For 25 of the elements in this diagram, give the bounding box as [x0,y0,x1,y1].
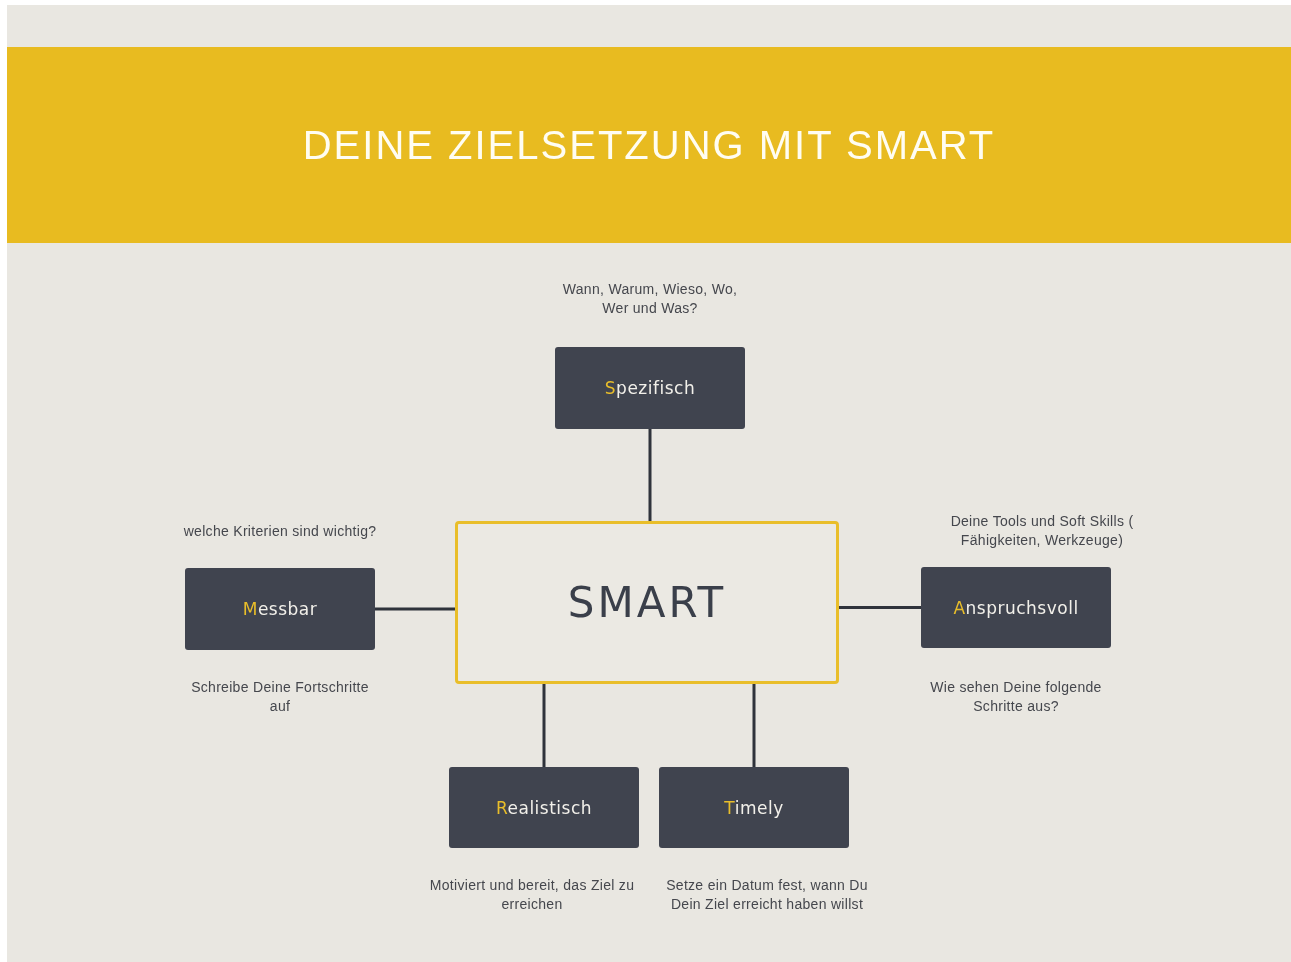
label-box [449,767,639,848]
label-box [659,767,849,848]
annotation-text: Deine Tools und Soft Skills ( Fähigkeiten, Werkzeuge) [949,512,1135,550]
connector-line [752,684,756,767]
annotation-text: welche Kriterien sind wichtig? [182,522,378,541]
annotation-text: Wann, Warum, Wieso, Wo, Wer und Was? [561,280,739,318]
annotation-text: Setze ein Datum fest, wann Du Dein Ziel erreicht haben willst [665,876,869,914]
label-box [555,347,745,429]
label-box [185,568,375,650]
box-label: Spezifisch [604,378,696,398]
connector-line [648,429,652,521]
box-label: Messbar [242,599,318,619]
box-label: Realistisch [495,797,593,818]
annotation-text: Motiviert und bereit, das Ziel zu erreichen [428,876,636,914]
connector-line [375,607,455,611]
central-box [455,521,839,684]
box-label: Anspruchsvoll [953,597,1079,618]
label-box [921,567,1111,648]
box-label: Timely [724,797,784,818]
connector-line [839,606,921,609]
central-label: SMART [567,578,727,627]
annotation-text: Schreibe Deine Fortschritte auf [190,678,370,716]
annotation-text: Wie sehen Deine folgende Schritte aus? [929,678,1103,716]
title: DEINE ZIELSETZUNG MIT SMART [302,122,996,168]
connector-line [542,684,546,767]
